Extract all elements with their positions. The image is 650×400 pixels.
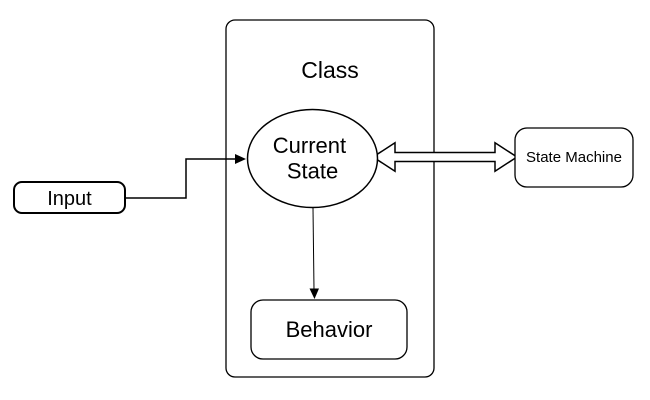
input-label: Input [47,188,92,210]
edge-behavior-arrowhead [309,288,319,299]
input-node [13,181,126,214]
current-state-label: Current State [273,133,352,184]
class-label: Class [301,57,359,83]
behavior-node [250,299,408,360]
current-state-node [246,108,379,209]
edge-input-arrowhead [235,154,246,164]
edge-input-to-current-state [125,158,237,199]
state-machine-node [514,127,634,188]
edge-current-state-state-machine [371,141,519,173]
behavior-label: Behavior [286,317,373,342]
state-machine-label: State Machine [526,149,622,166]
edge-current-state-to-behavior [312,207,315,291]
